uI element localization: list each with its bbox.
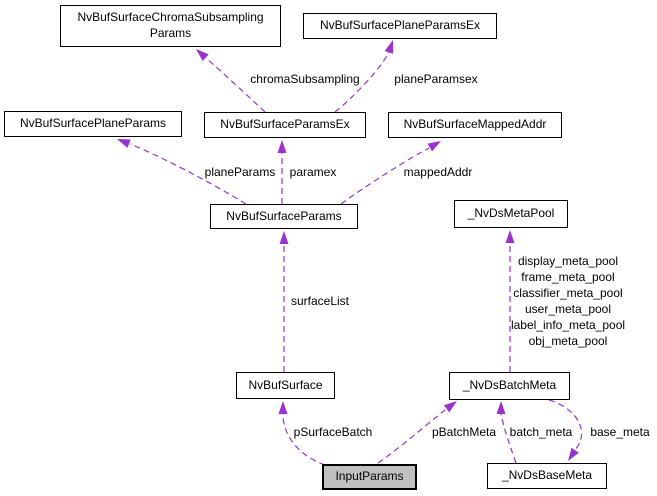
node-nvbufsurface[interactable]: NvBufSurface [236, 372, 335, 399]
edge-paramex [277, 140, 287, 204]
edge-label-mapped-addr: mappedAddr [403, 165, 473, 179]
edge-label-plane-params-ex: planeParamsex [394, 72, 478, 86]
edge-label-psurface-batch: pSurfaceBatch [293, 425, 373, 439]
edge-label-pbatch-meta: pBatchMeta [431, 425, 497, 439]
edge-label-meta-pools: display_meta_pool frame_meta_pool classi… [510, 254, 626, 348]
node-input-params[interactable]: InputParams [322, 464, 417, 490]
node-nvbufsurface-plane-params-ex[interactable]: NvBufSurfacePlaneParamsEx [303, 13, 497, 39]
edge-surface-list [279, 231, 289, 372]
node-nvbufsurface-plane-params[interactable]: NvBufSurfacePlaneParams [4, 111, 182, 137]
node-nvbufsurface-params[interactable]: NvBufSurfaceParams [210, 204, 358, 229]
node-nvbufsurface-mapped-addr[interactable]: NvBufSurfaceMappedAddr [388, 112, 562, 138]
node-nvds-meta-pool[interactable]: _NvDsMetaPool [454, 200, 568, 228]
edge-label-plane-params: planeParams [204, 165, 276, 179]
node-nvbufsurface-params-ex[interactable]: NvBufSurfaceParamsEx [204, 112, 366, 138]
edge-label-base-meta: base_meta [590, 425, 650, 439]
node-nvbufsurface-chroma-subsampling-params[interactable]: NvBufSurfaceChromaSubsampling Params [60, 5, 281, 47]
node-nvds-batch-meta[interactable]: _NvDsBatchMeta [449, 372, 570, 400]
edge-label-chroma-subsampling: chromaSubsampling [250, 72, 360, 86]
edge-label-paramex: paramex [289, 165, 337, 179]
edge-label-batch-meta: batch_meta [509, 425, 573, 439]
node-nvds-base-meta[interactable]: _NvDsBaseMeta [487, 463, 607, 489]
edge-label-surface-list: surfaceList [290, 294, 350, 308]
